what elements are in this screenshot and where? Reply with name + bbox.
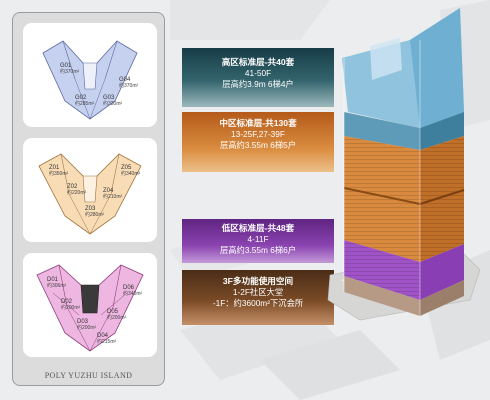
tower-mid-zone-floors <box>344 136 420 262</box>
low-zone-floors: 4-11F <box>247 234 269 244</box>
tower-high-zone-side <box>420 112 464 150</box>
podium-zone-title: 3F多功能使用空间 <box>222 276 294 286</box>
mid-zone-label: 中区标准层-共130套 13-25F,27-39F 层高约3.55m 6梯5户 <box>182 112 334 172</box>
low-zone-title: 低区标准层-共48套 <box>221 223 295 233</box>
podium-zone-label: 3F多功能使用空间 1-2F社区大堂 -1F：约3600m²下沉会所 <box>182 270 334 325</box>
podium-zone-clubhouse: -1F：约3600m²下沉会所 <box>212 298 304 308</box>
podium-zone-lobby: 1-2F社区大堂 <box>232 287 284 297</box>
tower-crown-side <box>410 8 464 128</box>
high-zone-title: 高区标准层-共40套 <box>221 57 295 67</box>
tower-crown-core <box>370 38 402 80</box>
refuge-floor-line-side <box>419 189 465 205</box>
tower-illustration <box>327 8 481 321</box>
low-zone-plan-drawing <box>36 264 144 352</box>
project-caption: POLY YUZHU ISLAND <box>44 371 133 380</box>
high-zone-label: 高区标准层-共40套 41-50F 层高约3.9m 6梯4户 <box>182 48 334 107</box>
mid-zone-floors: 13-25F,27-39F <box>231 129 285 139</box>
tower-low-zone-floors <box>344 240 420 300</box>
tower-podium-levels <box>344 276 420 316</box>
tower-high-zone <box>344 112 420 150</box>
high-zone-plan-drawing <box>42 40 138 120</box>
refuge-floor-line <box>343 187 421 205</box>
low-zone-spec: 层高约3.55m 6梯6户 <box>219 245 297 255</box>
tower-podium-levels-side <box>420 280 464 316</box>
mid-zone-plan-drawing <box>38 153 142 235</box>
mid-zone-title: 中区标准层-共130套 <box>219 118 297 128</box>
high-zone-spec: 层高约3.9m 6梯4户 <box>222 79 294 89</box>
tower-low-zone-side <box>420 244 464 300</box>
tower-mid-zone-side-floors <box>420 136 464 262</box>
high-zone-floors: 41-50F <box>244 68 272 78</box>
mid-zone-spec: 层高约3.55m 6梯5户 <box>219 140 297 150</box>
low-zone-label: 低区标准层-共48套 4-11F 层高约3.55m 6梯6户 <box>182 219 334 263</box>
